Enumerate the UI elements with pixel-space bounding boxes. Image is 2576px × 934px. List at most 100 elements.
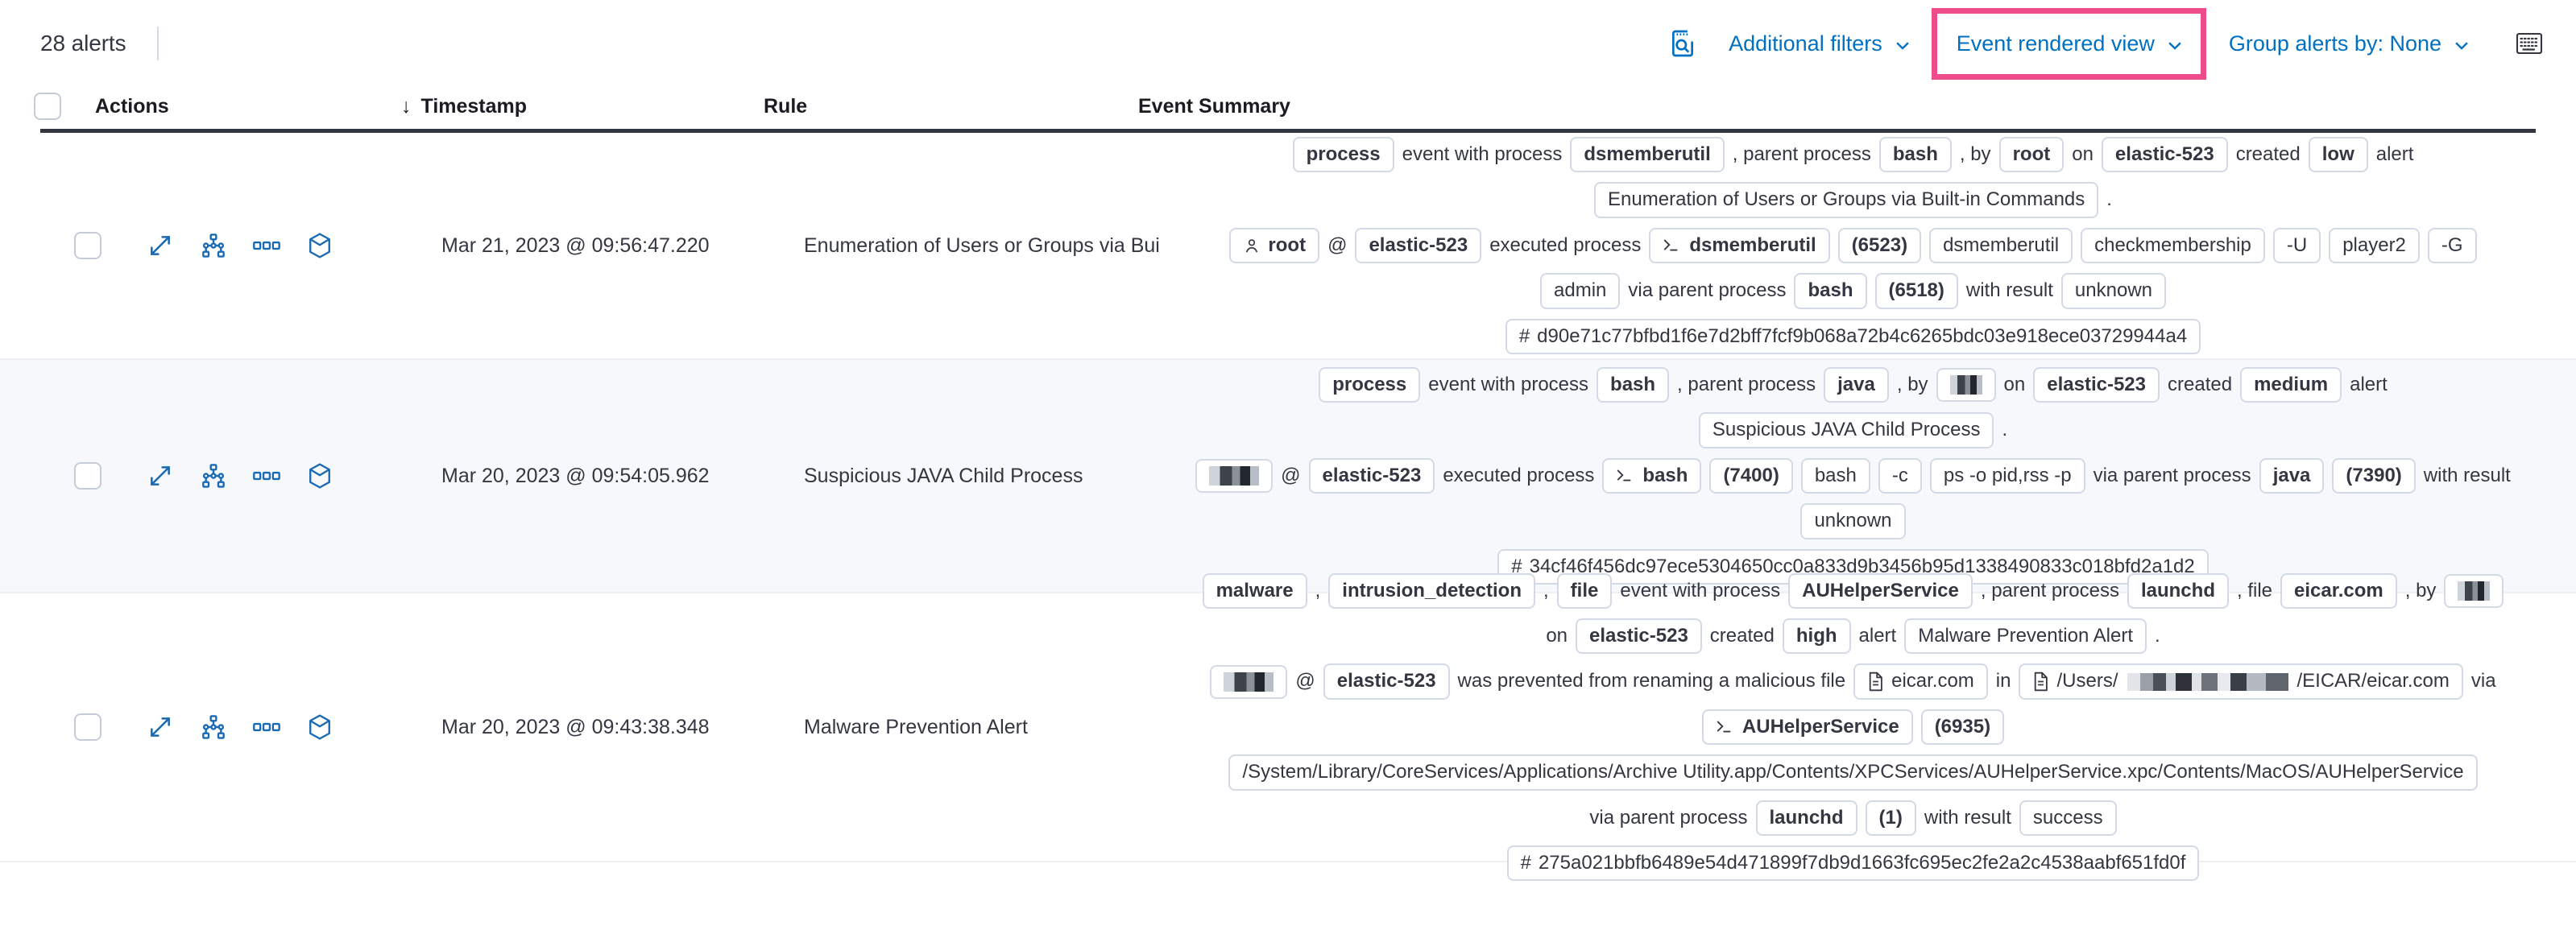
summary-chip[interactable]: -c: [1878, 457, 1922, 494]
group-alerts-by-button[interactable]: Group alerts by: None: [2216, 27, 2481, 61]
summary-chip[interactable]: Suspicious JAVA Child Process: [1698, 412, 1994, 448]
summary-chip[interactable]: success: [2019, 800, 2117, 836]
expand-icon[interactable]: [147, 713, 174, 741]
toolbar-divider: [156, 27, 159, 60]
summary-chip[interactable]: dsmemberutil: [1649, 227, 1830, 264]
additional-filters-button[interactable]: Additional filters: [1716, 27, 1922, 61]
column-header-actions[interactable]: Actions: [95, 94, 169, 118]
redacted-chip[interactable]: [1195, 458, 1274, 493]
chip-label: malware: [1216, 579, 1294, 601]
event-summary-line: /System/Library/CoreServices/Application…: [1228, 754, 2478, 791]
session-view-icon[interactable]: [306, 713, 333, 741]
redacted-chip[interactable]: [2444, 573, 2504, 608]
column-header-timestamp-label: Timestamp: [420, 94, 528, 118]
user-icon: [1243, 237, 1261, 254]
chip-label: elastic-523: [2047, 374, 2147, 396]
summary-chip[interactable]: AUHelperService: [1701, 709, 1913, 746]
row-checkbox[interactable]: [74, 713, 101, 741]
summary-chip[interactable]: medium: [2240, 367, 2342, 403]
redacted-chip[interactable]: [1210, 664, 1288, 699]
summary-chip[interactable]: /Users//EICAR/eicar.com: [2019, 663, 2463, 700]
summary-chip[interactable]: unknown: [1800, 503, 1906, 539]
summary-chip[interactable]: java: [2259, 457, 2325, 494]
row-checkbox[interactable]: [74, 232, 101, 259]
summary-chip[interactable]: -U: [2272, 227, 2321, 264]
summary-chip[interactable]: player2: [2329, 227, 2420, 264]
summary-chip[interactable]: high: [1782, 618, 1851, 655]
summary-chip[interactable]: Enumeration of Users or Groups via Built…: [1594, 182, 2099, 218]
summary-chip[interactable]: (6518): [1874, 273, 1958, 309]
summary-chip[interactable]: elastic-523: [1323, 663, 1450, 700]
summary-chip[interactable]: root: [1229, 227, 1320, 264]
redacted-value: [1224, 672, 1274, 692]
more-actions-icon[interactable]: [253, 462, 280, 490]
summary-chip[interactable]: (7390): [2332, 457, 2416, 494]
chevron-down-icon: [2166, 36, 2181, 52]
summary-chip[interactable]: bash: [1794, 273, 1867, 309]
summary-chip[interactable]: dsmemberutil: [1929, 227, 2073, 264]
session-view-icon[interactable]: [306, 462, 333, 490]
summary-chip[interactable]: eicar.com: [2280, 572, 2397, 610]
summary-chip[interactable]: checkmembership: [2081, 227, 2265, 264]
expand-icon[interactable]: [147, 462, 174, 490]
analyze-event-icon[interactable]: [200, 462, 227, 490]
summary-chip[interactable]: process: [1319, 367, 1421, 403]
redacted-chip[interactable]: [1936, 368, 1996, 403]
summary-chip[interactable]: bash: [1800, 457, 1870, 494]
table-row[interactable]: Mar 21, 2023 @ 09:56:47.220 Enumeration …: [0, 133, 2576, 360]
summary-chip[interactable]: (6523): [1837, 227, 1922, 264]
keyboard-shortcuts-icon[interactable]: [2513, 27, 2545, 60]
table-row[interactable]: Mar 20, 2023 @ 09:54:05.962 Suspicious J…: [0, 360, 2576, 593]
summary-chip[interactable]: root: [1998, 137, 2065, 173]
inspect-icon[interactable]: [1664, 25, 1701, 62]
summary-chip[interactable]: launchd: [1755, 800, 1857, 836]
summary-chip[interactable]: java: [1824, 367, 1889, 403]
summary-chip[interactable]: bash: [1602, 457, 1702, 494]
summary-chip[interactable]: unknown: [2060, 273, 2166, 309]
more-actions-icon[interactable]: [253, 232, 280, 259]
expand-icon[interactable]: [147, 232, 174, 259]
session-view-icon[interactable]: [306, 232, 333, 259]
summary-chip[interactable]: intrusion_detection: [1328, 572, 1535, 610]
summary-chip[interactable]: ps -o pid,rss -p: [1929, 457, 2085, 494]
chip-label: root: [2012, 143, 2051, 166]
more-actions-icon[interactable]: [253, 713, 280, 741]
summary-chip[interactable]: bash: [1878, 137, 1952, 173]
summary-chip[interactable]: elastic-523: [2101, 137, 2228, 173]
summary-chip[interactable]: (1): [1865, 800, 1916, 836]
summary-chip[interactable]: AUHelperService: [1788, 572, 1973, 610]
chip-label: dsmemberutil: [1584, 143, 1711, 166]
summary-text: via parent process: [1628, 279, 1787, 302]
analyze-event-icon[interactable]: [200, 713, 227, 741]
summary-chip[interactable]: elastic-523: [1355, 227, 1482, 264]
select-all-checkbox[interactable]: [34, 93, 61, 120]
summary-chip[interactable]: (6935): [1920, 709, 2005, 746]
analyze-event-icon[interactable]: [200, 232, 227, 259]
summary-chip[interactable]: malware: [1202, 572, 1307, 610]
summary-chip[interactable]: elastic-523: [2033, 367, 2160, 403]
column-header-event-summary[interactable]: Event Summary: [1138, 94, 1290, 118]
summary-chip[interactable]: process: [1292, 137, 1394, 173]
summary-chip[interactable]: eicar.com: [1853, 663, 1988, 700]
summary-chip[interactable]: bash: [1597, 367, 1670, 403]
row-checkbox[interactable]: [74, 462, 101, 490]
column-header-rule[interactable]: Rule: [764, 94, 808, 118]
summary-chip[interactable]: (7400): [1709, 457, 1793, 494]
summary-chip[interactable]: dsmemberutil: [1570, 137, 1725, 173]
summary-chip[interactable]: #d90e71c77bfbd1f6e7d2bff7fcf9b068a72b4c6…: [1505, 318, 2201, 354]
table-row[interactable]: Mar 20, 2023 @ 09:43:38.348 Malware Prev…: [0, 572, 2576, 882]
summary-chip[interactable]: /System/Library/CoreServices/Application…: [1228, 754, 2478, 791]
summary-chip[interactable]: file: [1556, 572, 1613, 610]
summary-chip[interactable]: #275a021bbfb6489e54d471899f7db9d1663fc69…: [1506, 845, 2200, 882]
summary-chip[interactable]: -G: [2427, 227, 2477, 264]
column-header-timestamp[interactable]: ↓ Timestamp: [401, 95, 764, 118]
summary-chip[interactable]: elastic-523: [1308, 457, 1435, 494]
chip-label: bash: [1892, 143, 1938, 166]
summary-chip[interactable]: admin: [1540, 273, 1621, 309]
event-rendered-view-button[interactable]: Event rendered view: [1949, 31, 2189, 56]
summary-chip[interactable]: Malware Prevention Alert: [1904, 618, 2147, 655]
summary-chip[interactable]: elastic-523: [1576, 618, 1702, 655]
summary-chip[interactable]: launchd: [2127, 572, 2229, 610]
summary-chip[interactable]: low: [2308, 137, 2368, 173]
